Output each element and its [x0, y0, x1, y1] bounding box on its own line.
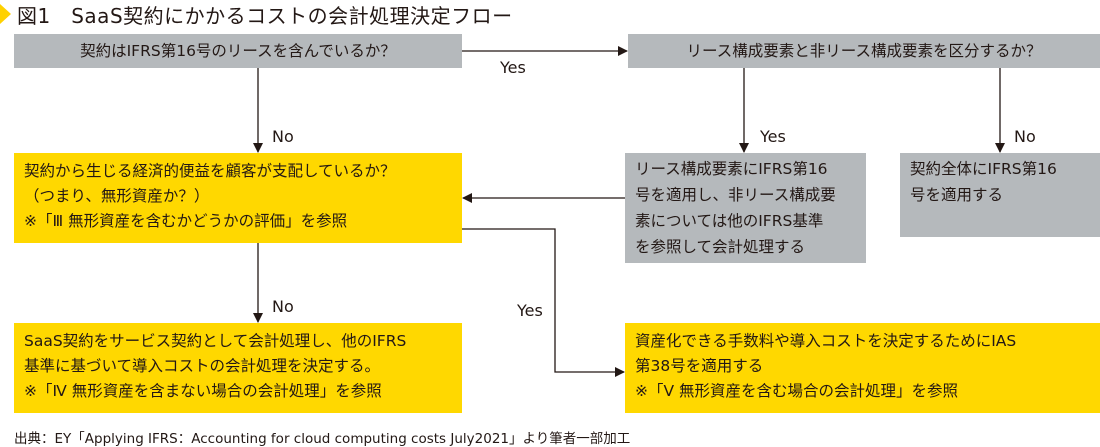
question-control-line: ※「Ⅲ 無形資産を含むかどうかの評価」を参照 — [24, 212, 348, 230]
edge-label-lease-yes: Yes — [500, 58, 526, 77]
result-control-no: SaaS契約をサービス契約として会計処理し、他のIFRS 基準に基づいて導入コス… — [14, 323, 462, 413]
edge-control-yes — [462, 228, 625, 377]
edge-label-control-no: No — [272, 297, 294, 316]
question-separate: リース構成要素と非リース構成要素を区分するか？ — [628, 34, 1100, 68]
question-control: 契約から生じる経済的便益を顧客が支配しているか？ （つまり、無形資産か？） ※「… — [14, 153, 462, 243]
figure-title-text: SaaS契約にかかるコストの会計処理決定フロー — [71, 3, 513, 28]
title-marker-icon — [0, 4, 11, 24]
edge-label-separate-yes: Yes — [760, 127, 786, 146]
result-control-yes-line: 第38号を適用する — [635, 357, 764, 375]
question-separate-text: リース構成要素と非リース構成要素を区分するか？ — [686, 41, 1042, 60]
result-separate-yes-line: リース構成要素にIFRS第16 — [635, 160, 828, 178]
edge-label-separate-no: No — [1014, 127, 1036, 146]
question-lease: 契約はIFRS第16号のリースを含んでいるか？ — [14, 34, 462, 68]
result-control-yes-line: ※「Ⅴ 無形資産を含む場合の会計処理」を参照 — [635, 382, 959, 400]
result-control-yes: 資産化できる手数料や導入コストを決定するためにIAS 第38号を適用する ※「Ⅴ… — [625, 323, 1100, 413]
result-control-yes-line: 資産化できる手数料や導入コストを決定するためにIAS — [635, 332, 1017, 350]
figure-title: 図1 SaaS契約にかかるコストの会計処理決定フロー — [0, 0, 513, 28]
figure-label: 図1 — [17, 3, 51, 28]
edge-label-control-yes: Yes — [517, 301, 543, 320]
question-lease-text: 契約はIFRS第16号のリースを含んでいるか？ — [80, 41, 396, 60]
result-separate-no: 契約全体にIFRS第16 号を適用する — [900, 153, 1100, 237]
question-control-line: 契約から生じる経済的便益を顧客が支配しているか？ — [24, 162, 396, 180]
result-separate-yes-line: を参照して会計処理する — [635, 238, 806, 256]
result-control-no-line: ※「Ⅳ 無形資産を含まない場合の会計処理」を参照 — [24, 382, 382, 400]
result-control-no-line: 基準に基づいて導入コストの会計処理を決定する。 — [24, 357, 381, 375]
result-separate-no-line: 契約全体にIFRS第16 — [910, 160, 1057, 178]
question-control-line: （つまり、無形資産か？） — [24, 187, 210, 205]
edge-label-lease-no: No — [272, 127, 294, 146]
result-separate-yes-line: 素については他のIFRS基準 — [635, 212, 824, 230]
result-separate-yes: リース構成要素にIFRS第16 号を適用し、非リース構成要 素については他のIF… — [625, 153, 866, 263]
result-control-no-line: SaaS契約をサービス契約として会計処理し、他のIFRS — [24, 332, 407, 350]
result-separate-yes-line: 号を適用し、非リース構成要 — [635, 186, 836, 204]
result-separate-no-line: 号を適用する — [910, 186, 1004, 204]
source-citation: 出典：EY「Applying IFRS：Accounting for cloud… — [14, 431, 631, 447]
